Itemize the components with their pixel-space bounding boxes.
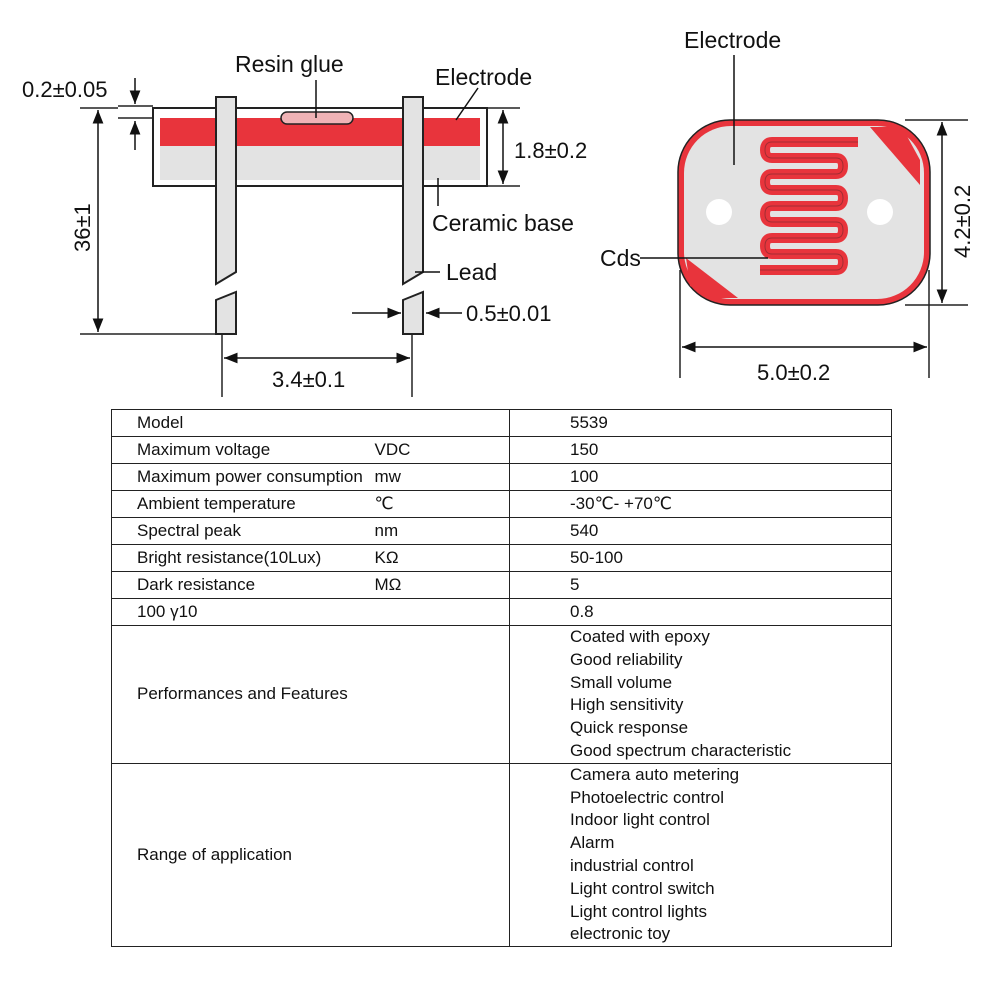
cell-width-dim: 5.0±0.2 [757, 360, 830, 385]
side-view: Resin glue Electrode Ceramic base Lead 0… [22, 51, 587, 397]
spec-value: 0.8 [509, 598, 892, 626]
spec-value: 100 [509, 463, 892, 491]
lead-right [402, 96, 424, 286]
lead-width-dim: 0.5±0.01 [466, 301, 551, 326]
spec-value: 50-100 [509, 544, 892, 572]
list-item: industrial control [570, 855, 694, 875]
coating-thickness-dim: 0.2±0.05 [22, 77, 107, 102]
spec-name: Maximum voltage [111, 436, 375, 464]
lead-left [215, 96, 237, 286]
spec-unit: MΩ [374, 571, 510, 599]
spec-row: Model 5539 [111, 409, 892, 437]
spec-value: 540 [509, 517, 892, 545]
list-item: Coated with epoxy [570, 627, 710, 646]
spec-name: Spectral peak [111, 517, 375, 545]
electrode-label-side: Electrode [435, 64, 532, 90]
features-row-name: Performances and Features [111, 625, 510, 764]
list-item: Light control lights [570, 901, 708, 921]
list-item: Camera auto metering [570, 764, 740, 784]
spec-value: 150 [509, 436, 892, 464]
resin-glue-label: Resin glue [235, 51, 344, 77]
ceramic-base [160, 146, 480, 180]
cell-face [684, 126, 924, 299]
spec-unit [374, 598, 510, 626]
spec-value: 5 [509, 571, 892, 599]
lead-label: Lead [446, 259, 497, 285]
spec-unit [374, 409, 510, 437]
list-item: Good reliability [570, 649, 683, 669]
list-item: Good spectrum characteristic [570, 740, 792, 760]
body-height-dim: 1.8±0.2 [514, 138, 587, 163]
lead-left-tip [215, 290, 237, 335]
mount-hole-right [867, 199, 893, 225]
spec-name: 100 γ10 [111, 598, 375, 626]
dimension-diagram: Resin glue Electrode Ceramic base Lead 0… [22, 27, 975, 397]
spec-unit: mw [374, 463, 510, 491]
spec-name: Bright resistance(10Lux) [111, 544, 375, 572]
ceramic-base-label: Ceramic base [432, 210, 574, 236]
mount-hole-left [706, 199, 732, 225]
lead-length-dim: 36±1 [70, 203, 95, 252]
spec-unit: nm [374, 517, 510, 545]
list-item: High sensitivity [570, 695, 684, 715]
spec-name: Model [111, 409, 375, 437]
spec-unit: KΩ [374, 544, 510, 572]
spec-value: 5539 [509, 409, 892, 437]
lead-right-tip [402, 290, 424, 335]
cds-label: Cds [600, 245, 641, 271]
spec-name: Dark resistance [111, 571, 375, 599]
spec-unit: VDC [374, 436, 510, 464]
electrode-label-top: Electrode [684, 27, 781, 53]
spec-name: Maximum power consumption [111, 463, 375, 491]
lead-pitch-dim: 3.4±0.1 [272, 367, 345, 392]
spec-unit: ℃ [374, 490, 510, 518]
applications-row-name: Range of application [111, 762, 510, 948]
list-item: Alarm [570, 833, 615, 853]
resin-glue [280, 111, 354, 125]
list-item: Indoor light control [570, 810, 710, 830]
cds-track [760, 137, 858, 275]
spec-row: 100 γ10 0.8 [111, 598, 892, 626]
spec-name: Ambient temperature [111, 490, 375, 518]
top-view: Electrode Cds 5.0±0.2 4.2±0.2 [600, 27, 975, 385]
cell-height-dim: 4.2±0.2 [950, 185, 975, 258]
list-item: Small volume [570, 672, 673, 692]
spec-value: -30℃- +70℃ [509, 490, 892, 518]
list-item: Quick response [570, 718, 689, 738]
list-item: Light control switch [570, 878, 715, 898]
spec-row: Ambient temperature℃-30℃- +70℃ [111, 490, 892, 518]
list-item: Photoelectric control [570, 787, 725, 807]
list-item: electronic toy [570, 924, 671, 944]
